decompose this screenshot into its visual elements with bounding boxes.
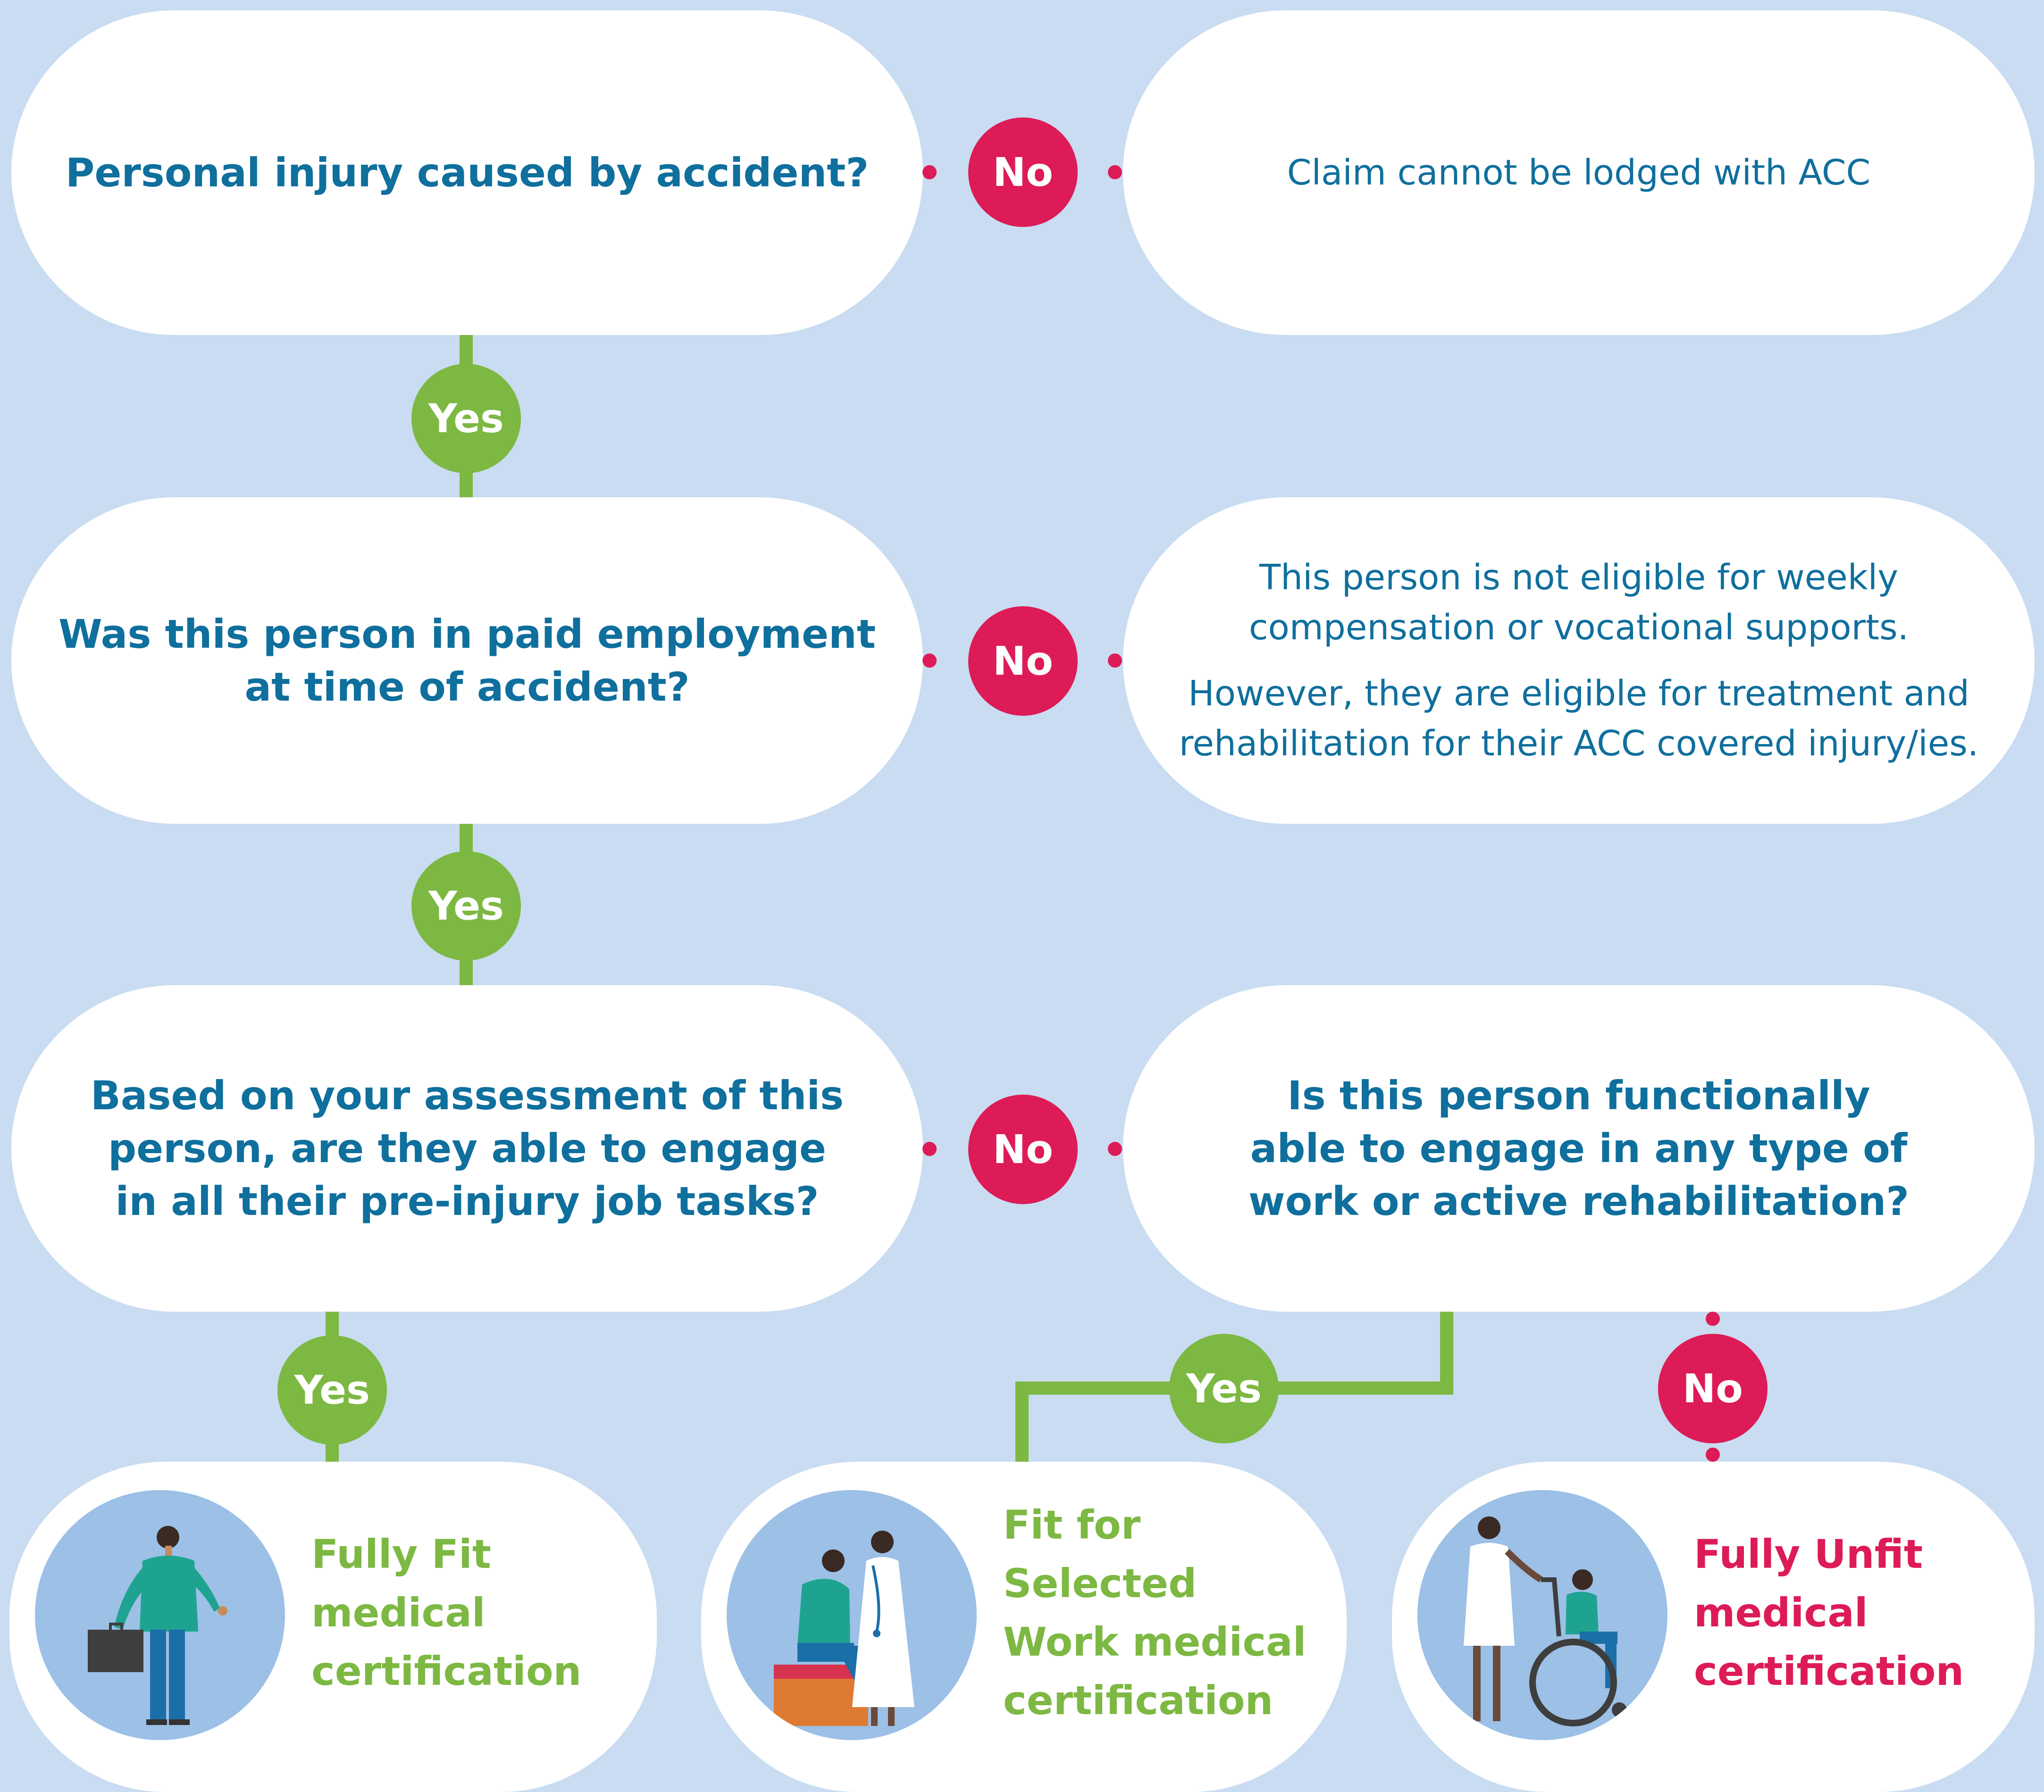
question-pre-injury-job-tasks: Based on your assessment of this person,… <box>11 985 923 1312</box>
question-text-line-1: Was this person in paid employment <box>58 611 876 657</box>
question-text: Personal injury caused by accident? <box>65 150 869 196</box>
yes-badge-2: Yes <box>411 851 521 961</box>
outcome-fully-fit: Fully Fit medical certification <box>9 1462 657 1792</box>
person-with-briefcase-icon <box>35 1490 285 1740</box>
no-dot-left-3 <box>922 1142 937 1156</box>
question-text-line-3: work or active rehabilitation? <box>1248 1178 1910 1224</box>
result-p2-line-1: However, they are eligible for treatment… <box>1188 673 1969 714</box>
branch-no-dot-bottom <box>1706 1448 1720 1462</box>
question-text-line-2: at time of accident? <box>244 664 690 710</box>
yes-badge-1: Yes <box>411 364 521 473</box>
patient-with-doctor-icon <box>727 1490 977 1740</box>
outcome-line-2: medical <box>1694 1590 1868 1636</box>
outcome-line-3: certification <box>311 1648 582 1694</box>
outcome-fit-for-selected-work: Fit for Selected Work medical certificat… <box>701 1462 1347 1792</box>
question-text-line-3: in all their pre-injury job tasks? <box>115 1178 819 1224</box>
outcome-line-1: Fully Unfit <box>1694 1531 1923 1577</box>
outcome-line-2: medical <box>311 1590 486 1636</box>
result-p1-line-2: compensation or vocational supports. <box>1248 607 1909 648</box>
branch-connector-vertical-left <box>1015 1382 1029 1467</box>
branch-no-dot-top <box>1706 1312 1720 1326</box>
no-dot-right-1 <box>1108 165 1122 179</box>
question-text-line-2: person, are they able to engage <box>108 1125 827 1172</box>
question-functionally-able: Is this person functionally able to enga… <box>1123 985 2035 1312</box>
question-injury-by-accident: Personal injury caused by accident? <box>11 10 923 335</box>
result-cannot-lodge-claim: Claim cannot be lodged with ACC <box>1123 10 2035 335</box>
outcome-fully-unfit: Fully Unfit medical certification <box>1392 1462 2035 1792</box>
question-paid-employment: Was this person in paid employment at ti… <box>11 497 923 824</box>
result-p2-line-2: rehabilitation for their ACC covered inj… <box>1179 723 1979 764</box>
outcome-line-1: Fit for Selected <box>1003 1502 1197 1607</box>
question-text-line-1: Based on your assessment of this <box>90 1072 844 1119</box>
outcome-line-3: certification <box>1003 1677 1273 1724</box>
branch-no-badge: No <box>1658 1334 1768 1443</box>
wheelchair-with-carer-icon <box>1417 1490 1667 1740</box>
no-dot-left-1 <box>922 165 937 179</box>
outcome-line-2: Work medical <box>1003 1619 1307 1665</box>
branch-connector-vertical-right <box>1440 1307 1453 1392</box>
no-badge-2: No <box>968 606 1078 716</box>
outcome-label: Fully Unfit medical certification <box>1694 1462 1964 1764</box>
question-text-line-1: Is this person functionally <box>1287 1072 1870 1119</box>
result-p1-line-1: This person is not eligible for weekly <box>1259 557 1899 598</box>
result-not-eligible-weekly-compensation: This person is not eligible for weekly c… <box>1123 497 2035 824</box>
question-text-line-2: able to engage in any type of <box>1250 1125 1908 1172</box>
no-badge-3: No <box>968 1095 1078 1204</box>
outcome-label: Fit for Selected Work medical certificat… <box>1003 1462 1347 1764</box>
no-dot-right-2 <box>1108 653 1122 668</box>
branch-yes-badge: Yes <box>1169 1334 1279 1443</box>
yes-badge-3: Yes <box>277 1335 387 1445</box>
outcome-label: Fully Fit medical certification <box>311 1462 581 1764</box>
outcome-line-3: certification <box>1694 1648 1964 1694</box>
result-text: Claim cannot be lodged with ACC <box>1287 152 1871 193</box>
outcome-line-1: Fully Fit <box>311 1531 491 1577</box>
no-dot-right-3 <box>1108 1142 1122 1156</box>
no-badge-1: No <box>968 117 1078 227</box>
no-dot-left-2 <box>922 653 937 668</box>
